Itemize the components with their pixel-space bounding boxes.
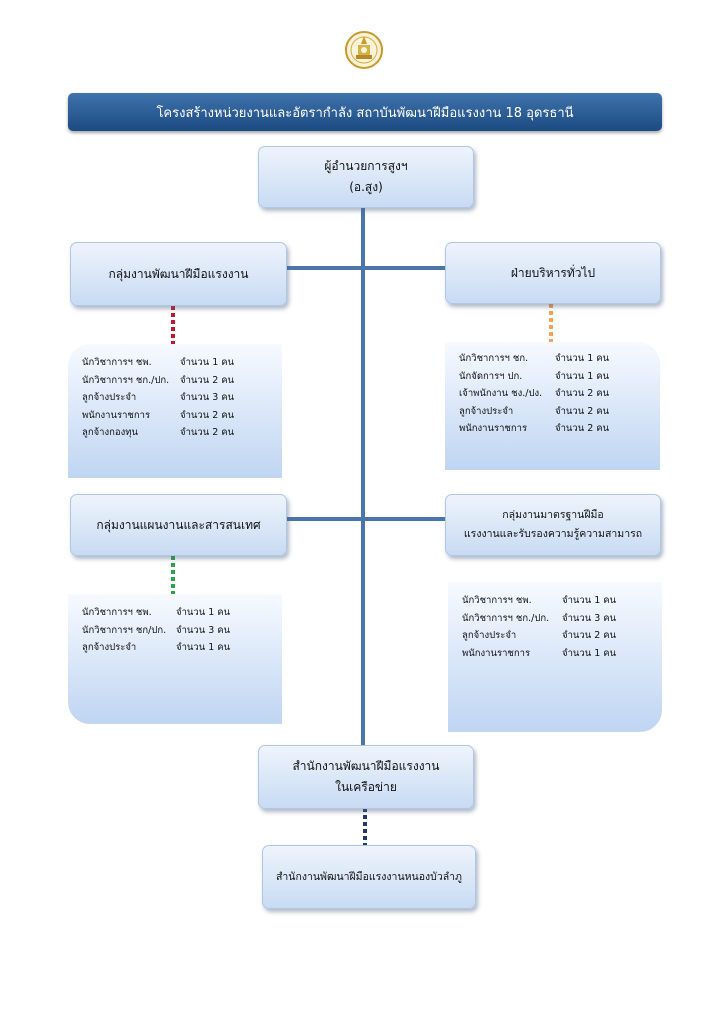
staff-count: จำนวน 2 คน xyxy=(180,427,235,438)
skill-development-group-title: กลุ่มงานพัฒนาฝีมือแรงงาน xyxy=(108,266,249,281)
staff-row: นักจัดการฯ ปก. จำนวน 1 คน xyxy=(459,368,660,386)
staff-row: นักวิชาการฯ ชพ. จำนวน 1 คน xyxy=(462,592,662,610)
staff-role: นักวิชาการฯ ชก/ปก. xyxy=(82,624,167,636)
staff-count: จำนวน 1 คน xyxy=(555,370,610,382)
skill-standards-staff-panel: นักวิชาการฯ ชพ.จำนวน 1 คนนักวิชาการฯ ชก.… xyxy=(448,582,662,732)
staff-row: นักวิชาการฯ ชก./ปก. จำนวน 2 คน xyxy=(82,372,282,390)
staff-count: จำนวน 2 คน xyxy=(180,409,235,421)
staff-count: จำนวน 2 คน xyxy=(180,374,235,386)
general-admin-box: ฝ่ายบริหารทั่วไป xyxy=(445,242,661,304)
main-vertical-connector xyxy=(361,205,365,748)
staff-row: ลูกจ้างประจำ จำนวน 1 คน xyxy=(82,639,282,657)
staff-count: จำนวน 1 คน xyxy=(180,357,235,368)
staff-row: นักวิชาการฯ ชก./ปก. จำนวน 3 คน xyxy=(462,610,662,628)
horizontal-connector-1 xyxy=(286,266,446,270)
dsd-emblem-icon xyxy=(344,30,384,70)
staff-list: นักวิชาการฯ ชพ. จำนวน 1 คนนักวิชาการฯ ชก.… xyxy=(82,354,282,442)
horizontal-connector-2 xyxy=(286,517,446,521)
staff-role: นักวิชาการฯ ชพ. xyxy=(462,595,532,606)
staff-role: นักวิชาการฯ ชพ. xyxy=(82,357,152,368)
staff-count: จำนวน 3 คน xyxy=(562,612,617,624)
staff-role: ลูกจ้างประจำ xyxy=(82,392,137,403)
staff-row: ลูกจ้างประจำ จำนวน 2 คน xyxy=(459,403,660,421)
staff-row: พนักงานราชการ จำนวน 1 คน xyxy=(462,645,662,663)
skill-standards-title-line2: แรงงานและรับรองความรู้ความสามารถ xyxy=(463,528,643,540)
staff-role: นักวิชาการฯ ชก./ปก. xyxy=(82,374,170,386)
staff-count: จำนวน 2 คน xyxy=(555,388,610,399)
staff-count: จำนวน 2 คน xyxy=(555,423,610,434)
staff-row: ลูกจ้างประจำ จำนวน 3 คน xyxy=(82,389,282,407)
staff-row: ลูกจ้างกองทุน จำนวน 2 คน xyxy=(82,424,282,442)
staff-role: ลูกจ้างประจำ xyxy=(82,642,137,653)
staff-count: จำนวน 1 คน xyxy=(176,642,231,653)
planning-it-staff-panel: นักวิชาการฯ ชพ.จำนวน 1 คนนักวิชาการฯ ชก/… xyxy=(68,594,282,724)
staff-row: เจ้าพนักงาน ชง./ปง. จำนวน 2 คน xyxy=(459,385,660,403)
network-office-line1: สำนักงานพัฒนาฝีมือแรงงาน xyxy=(292,759,440,773)
skill-development-group-box: กลุ่มงานพัฒนาฝีมือแรงงาน xyxy=(70,242,287,306)
staff-list: นักวิชาการฯ ชพ.จำนวน 1 คนนักวิชาการฯ ชก.… xyxy=(462,592,662,662)
staff-row: นักวิชาการฯ ชพ. จำนวน 1 คน xyxy=(82,354,282,372)
staff-row: ลูกจ้างประจำ จำนวน 2 คน xyxy=(462,627,662,645)
network-office-box: สำนักงานพัฒนาฝีมือแรงงาน ในเครือข่าย xyxy=(258,745,474,809)
skill-development-staff-panel: นักวิชาการฯ ชพ. จำนวน 1 คนนักวิชาการฯ ชก.… xyxy=(68,344,282,478)
director-title: ผู้อำนวยการสูงฯ xyxy=(324,159,408,173)
staff-role: นักวิชาการฯ ชพ. xyxy=(82,607,152,618)
general-admin-staff-panel: นักวิชาการฯ ชก.จำนวน 1 คนนักจัดการฯ ปก.จ… xyxy=(445,342,660,470)
staff-row: นักวิชาการฯ ชก/ปก. จำนวน 3 คน xyxy=(82,622,282,640)
skill-standards-group-box: กลุ่มงานมาตรฐานฝีมือ แรงงานและรับรองความ… xyxy=(445,494,661,556)
staff-count: จำนวน 3 คน xyxy=(180,392,235,403)
staff-count: จำนวน 1 คน xyxy=(562,647,617,659)
staff-role: นักวิชาการฯ ชก. xyxy=(459,353,529,364)
staff-role: ลูกจ้างประจำ xyxy=(462,630,517,641)
staff-list: นักวิชาการฯ ชก.จำนวน 1 คนนักจัดการฯ ปก.จ… xyxy=(459,350,660,438)
branch-office-label: สำนักงานพัฒนาฝีมือแรงงานหนองบัวลำภู xyxy=(276,870,462,883)
planning-it-group-box: กลุ่มงานแผนงานและสารสนเทศ xyxy=(70,494,287,556)
staff-count: จำนวน 2 คน xyxy=(562,630,617,641)
staff-role: นักวิชาการฯ ชก./ปก. xyxy=(462,612,550,624)
staff-role: เจ้าพนักงาน ชง./ปง. xyxy=(459,388,543,399)
staff-count: จำนวน 2 คน xyxy=(555,405,610,417)
general-admin-title: ฝ่ายบริหารทั่วไป xyxy=(510,265,596,280)
staff-row: นักวิชาการฯ ชพ. จำนวน 1 คน xyxy=(82,604,282,622)
staff-role: ลูกจ้างประจำ xyxy=(459,405,514,417)
director-box: ผู้อำนวยการสูงฯ (อ.สูง) xyxy=(258,146,474,208)
page-title: โครงสร้างหน่วยงานและอัตรากำลัง สถาบันพัฒ… xyxy=(68,93,662,131)
staff-role: นักจัดการฯ ปก. xyxy=(459,370,523,382)
staff-row: พนักงานราชการ จำนวน 2 คน xyxy=(459,420,660,438)
staff-role: พนักงานราชการ xyxy=(82,409,151,421)
director-abbrev: (อ.สูง) xyxy=(349,180,383,194)
staff-count: จำนวน 1 คน xyxy=(562,595,617,606)
staff-row: นักวิชาการฯ ชก. จำนวน 1 คน xyxy=(459,350,660,368)
planning-it-group-title: กลุ่มงานแผนงานและสารสนเทศ xyxy=(96,517,261,532)
staff-count: จำนวน 1 คน xyxy=(176,607,231,618)
staff-count: จำนวน 1 คน xyxy=(555,353,610,364)
staff-role: พนักงานราชการ xyxy=(459,423,528,434)
staff-count: จำนวน 3 คน xyxy=(176,624,231,636)
skill-standards-title-line1: กลุ่มงานมาตรฐานฝีมือ xyxy=(502,509,604,521)
staff-row: พนักงานราชการ จำนวน 2 คน xyxy=(82,407,282,425)
staff-role: พนักงานราชการ xyxy=(462,647,531,659)
staff-list: นักวิชาการฯ ชพ.จำนวน 1 คนนักวิชาการฯ ชก/… xyxy=(82,604,282,657)
network-office-line2: ในเครือข่าย xyxy=(335,780,397,794)
branch-office-box: สำนักงานพัฒนาฝีมือแรงงานหนองบัวลำภู xyxy=(262,845,476,909)
staff-role: ลูกจ้างกองทุน xyxy=(82,427,138,438)
